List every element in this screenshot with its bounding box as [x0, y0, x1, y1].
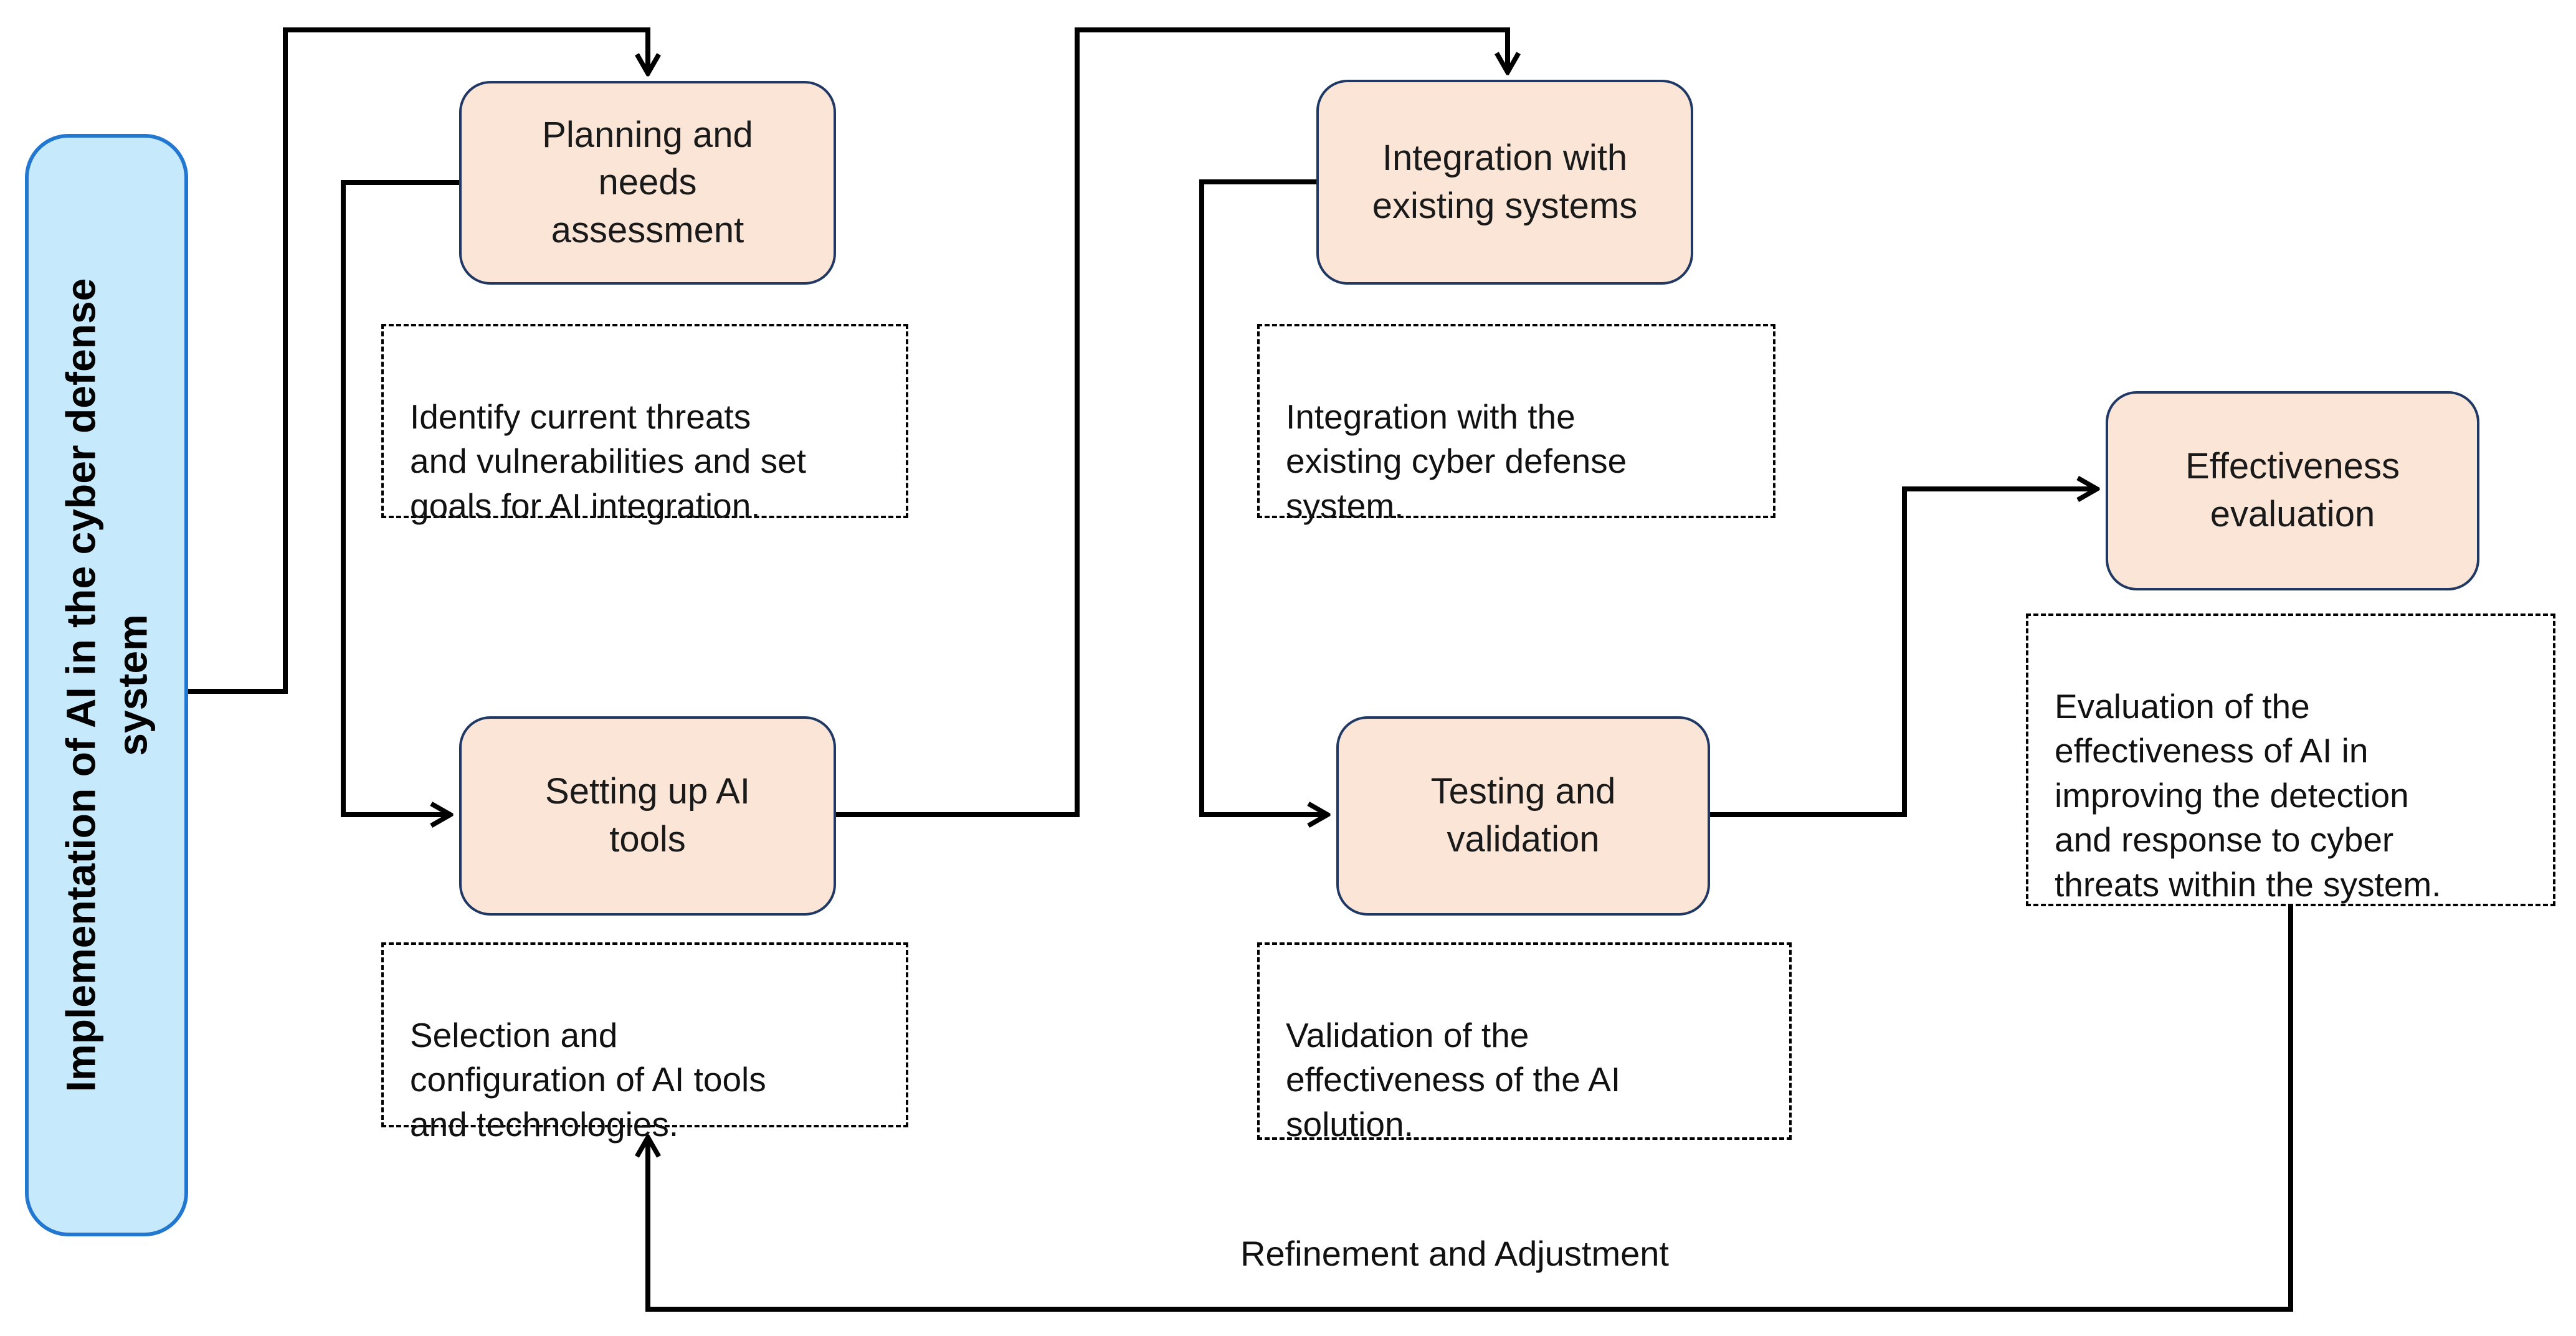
stage-label-integration: Integration with existing systems — [1372, 137, 1638, 226]
desc-text-integration: Integration with the existing cyber defe… — [1286, 397, 1627, 525]
connector-title-to-planning — [188, 27, 648, 694]
stage-box-integration: Integration with existing systems — [1316, 80, 1693, 285]
connector-testing-to-evaluation — [1710, 489, 2097, 817]
connector-feedback-loop — [648, 906, 2293, 1312]
desc-box-setup: Selection and configuration of AI tools … — [381, 942, 908, 1144]
stage-box-testing: Testing and validation — [1336, 716, 1710, 916]
connector-planning-to-setup — [341, 180, 461, 815]
desc-box-planning: Identify current threats and vulnerabili… — [381, 324, 908, 525]
title-box: Implementation of AI in the cyber defens… — [25, 134, 188, 1236]
desc-box-integration: Integration with the existing cyber defe… — [1257, 324, 1775, 525]
connector-integration-to-testing — [1199, 179, 1328, 815]
desc-text-setup: Selection and configuration of AI tools … — [410, 1015, 766, 1144]
stage-box-setup: Setting up AI tools — [459, 716, 836, 916]
desc-box-testing: Validation of the effectiveness of the A… — [1257, 942, 1792, 1144]
stage-label-evaluation: Effectiveness evaluation — [2185, 446, 2400, 534]
stage-label-testing: Testing and validation — [1430, 771, 1616, 860]
stage-box-evaluation: Effectiveness evaluation — [2106, 391, 2479, 590]
desc-box-evaluation: Evaluation of the effectiveness of AI in… — [2026, 614, 2555, 906]
connector-setup-to-integration — [836, 27, 1508, 817]
desc-text-testing: Validation of the effectiveness of the A… — [1286, 1015, 1621, 1144]
stage-box-planning: Planning and needs assessment — [459, 81, 836, 285]
stage-label-setup: Setting up AI tools — [545, 771, 750, 860]
stage-label-planning: Planning and needs assessment — [542, 114, 753, 250]
desc-text-evaluation: Evaluation of the effectiveness of AI in… — [2055, 686, 2441, 904]
diagram-title: Implementation of AI in the cyber defens… — [57, 278, 156, 1092]
desc-text-planning: Identify current threats and vulnerabili… — [410, 397, 806, 525]
feedback-label: Refinement and Adjustment — [1240, 1234, 1669, 1273]
